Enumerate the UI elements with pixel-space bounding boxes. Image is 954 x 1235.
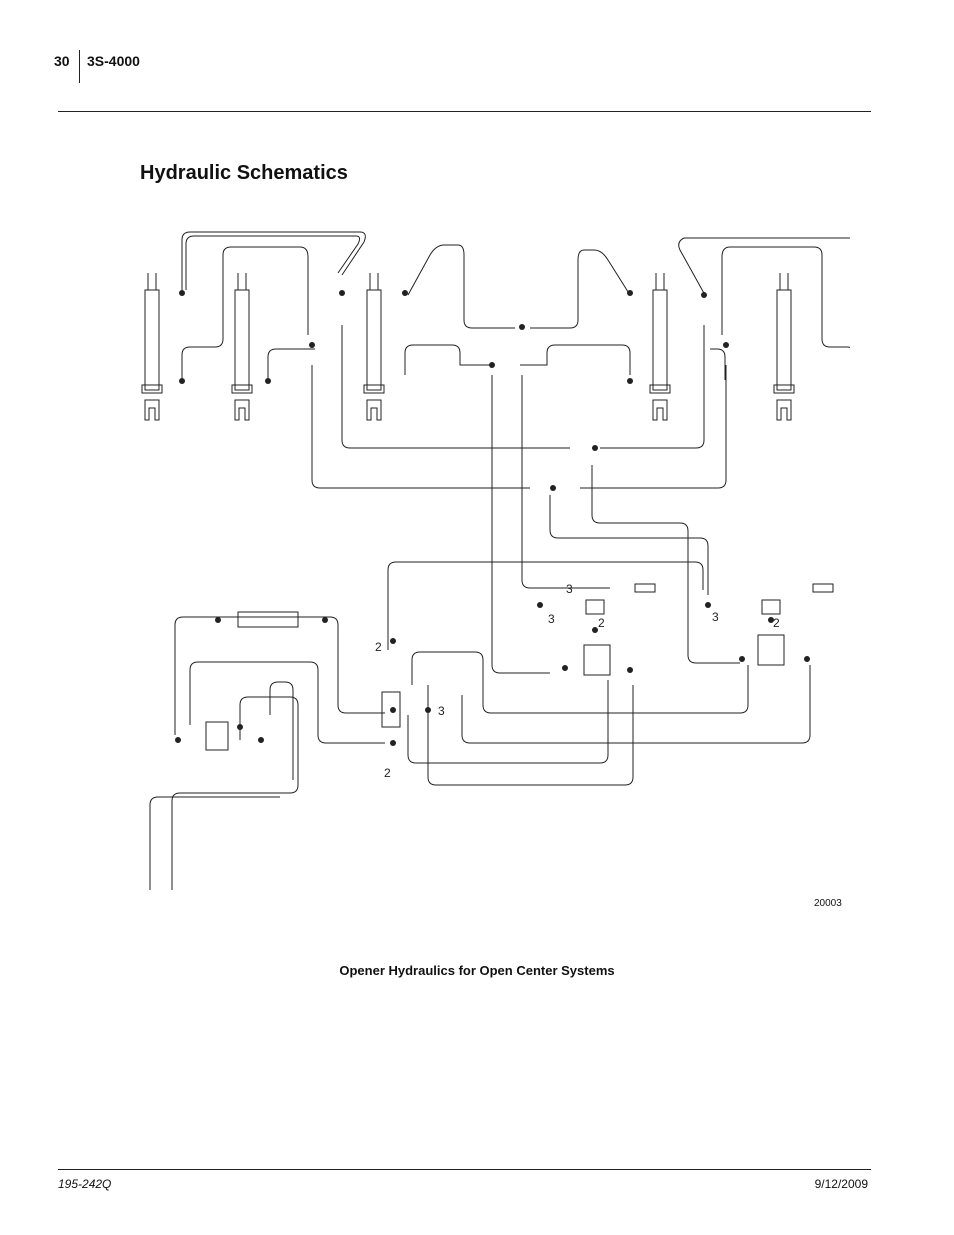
- cylinder-1: [141, 273, 163, 421]
- cylinder-2: [231, 273, 253, 421]
- accumulator: [237, 611, 299, 628]
- cylinder-4: [649, 273, 671, 421]
- coupler-1: [634, 583, 656, 593]
- header-divider: [79, 50, 80, 83]
- hydraulic-schematic: 2 3 2 3 2 3 2 3: [141, 231, 850, 890]
- port-label-3b: 3: [548, 612, 555, 626]
- top-rule: [58, 111, 871, 112]
- port-label-3c: 3: [712, 610, 719, 624]
- valve-block-2: [585, 599, 605, 615]
- hose-runs: [149, 231, 850, 890]
- section-title: Hydraulic Schematics: [140, 162, 348, 184]
- valve-block-1: [381, 691, 401, 728]
- valve-block-5: [757, 634, 785, 666]
- coupler-2: [812, 583, 834, 593]
- valve-block-4: [761, 599, 781, 615]
- page-number: 30: [54, 53, 70, 69]
- model-name: 3S-4000: [87, 53, 140, 69]
- doc-date: 9/12/2009: [814, 1177, 868, 1191]
- port-label-3d: 3: [566, 582, 573, 596]
- cylinder-3: [363, 273, 385, 421]
- figure-number: 20003: [814, 898, 842, 909]
- port-label-2a: 2: [375, 640, 382, 654]
- fittings: [175, 290, 810, 746]
- port-label-2d: 2: [384, 766, 391, 780]
- figure-caption: Opener Hydraulics for Open Center System…: [339, 963, 615, 978]
- port-label-2b: 2: [598, 616, 605, 630]
- bottom-rule: [58, 1169, 871, 1170]
- cylinder-5: [773, 273, 795, 421]
- valve-block-6: [205, 721, 229, 751]
- port-label-3a: 3: [438, 704, 445, 718]
- port-label-2c: 2: [773, 616, 780, 630]
- valve-block-3: [583, 644, 611, 676]
- doc-number: 195-242Q: [58, 1177, 112, 1191]
